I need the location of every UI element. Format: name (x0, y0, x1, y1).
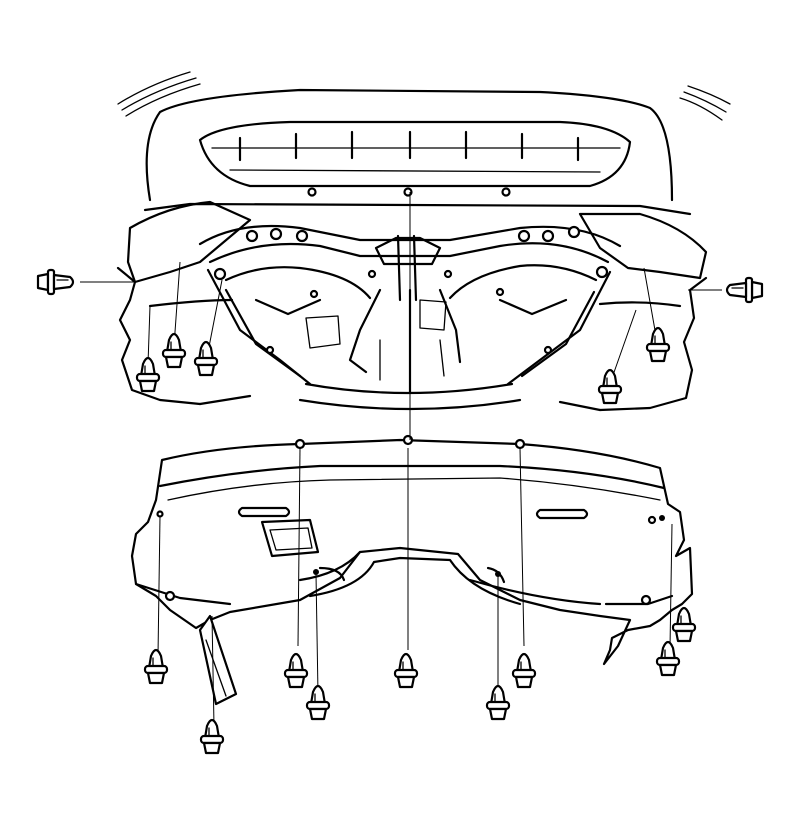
clip-cover-7 (511, 652, 537, 689)
clip-cover-9 (671, 606, 697, 643)
side-clip-right (725, 276, 764, 304)
under-cover-vent-right (535, 508, 589, 520)
fastener-clips (36, 268, 764, 755)
clip-cover-5 (393, 652, 419, 689)
hood-outline-lines (117, 71, 731, 121)
under-cover-vent-left (237, 506, 291, 518)
right-side-fascia (578, 212, 708, 280)
clip-bumper-right-2 (597, 368, 623, 405)
clip-bumper-left-3 (135, 356, 161, 393)
clip-bumper-left-1 (161, 332, 187, 369)
clip-cover-8 (655, 640, 681, 677)
clip-cover-1 (143, 648, 169, 685)
clip-bumper-left-2 (193, 340, 219, 377)
under-cover-left-tab (198, 614, 238, 706)
under-cover-outline (130, 438, 694, 666)
side-clip-left (36, 268, 75, 296)
alignment-guide-lines (80, 192, 722, 727)
engine-under-cover (130, 434, 694, 706)
clip-cover-4 (305, 684, 331, 721)
bumper-fascia-outline (145, 88, 674, 202)
clip-cover-3 (283, 652, 309, 689)
clip-cover-2 (199, 718, 225, 755)
upper-grille (198, 120, 632, 197)
left-side-fascia (126, 200, 252, 284)
clip-cover-6 (485, 684, 511, 721)
clip-bumper-right-1 (645, 326, 671, 363)
drain-access-recess (260, 518, 320, 558)
